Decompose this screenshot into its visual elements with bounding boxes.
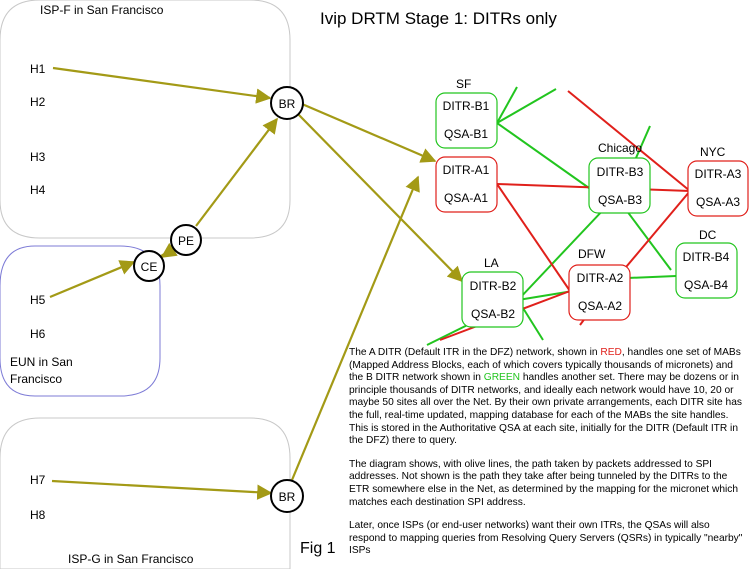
b-link (496, 88, 557, 124)
host-h3: H3 (30, 150, 46, 164)
host-h8: H8 (30, 508, 46, 522)
path-pe-br (195, 117, 278, 227)
path-h7-br (51, 479, 273, 500)
site-label-dfw: DFW (578, 247, 606, 261)
b-link (496, 122, 590, 189)
path-h1-br (52, 66, 272, 104)
ditr-box-a3[interactable]: DITR-A3 QSA-A3 (687, 160, 749, 217)
site-label-sf: SF (456, 77, 471, 91)
host-h1: H1 (30, 62, 46, 76)
path-h5-ce (49, 260, 136, 299)
ditr-label: DITR-B4 (683, 250, 730, 264)
a-link (567, 90, 691, 192)
figure-label: Fig 1 (300, 540, 336, 557)
site-label-dc: DC (699, 228, 717, 242)
router-ce[interactable]: CE (133, 250, 165, 282)
ditr-label: DITR-A1 (443, 163, 490, 177)
site-label-chicago: Chicago (598, 141, 642, 155)
qsa-label: QSA-A3 (696, 195, 740, 209)
diagram-title: Ivip DRTM Stage 1: DITRs only (320, 9, 557, 28)
ditr-box-a1[interactable]: DITR-A1 QSA-A1 (435, 156, 498, 213)
host-h6: H6 (30, 327, 46, 341)
ditr-label: DITR-B3 (597, 165, 644, 179)
qsa-label: QSA-A1 (444, 191, 488, 205)
host-h5: H5 (30, 293, 46, 307)
ditr-box-b1[interactable]: DITR-B1 QSA-B1 (435, 92, 498, 149)
eun-label-line2: Francisco (10, 372, 62, 386)
host-h7: H7 (30, 473, 46, 487)
caption-paragraph-1: The A DITR (Default ITR in the DFZ) netw… (349, 347, 749, 448)
caption-text: The A DITR (Default ITR in the DFZ) netw… (349, 347, 601, 358)
caption-text: , handles one set of MABs (Mapped Addres… (349, 347, 741, 384)
path-br-ditr (290, 175, 420, 481)
router-label: CE (141, 260, 158, 274)
router-pe[interactable]: PE (170, 224, 202, 256)
eun-label-line1: EUN in San (10, 355, 73, 369)
host-h4: H4 (30, 183, 46, 197)
host-h2: H2 (30, 95, 46, 109)
isp-f-label: ISP-F in San Francisco (40, 3, 164, 17)
path-br-b2 (297, 113, 464, 283)
caption-paragraph-2: The diagram shows, with olive lines, the… (349, 458, 739, 508)
path-br-a1 (301, 102, 437, 163)
isp-g-label: ISP-G in San Francisco (68, 552, 194, 566)
qsa-label: QSA-B2 (471, 307, 515, 321)
router-br-isp-g[interactable]: BR (270, 479, 304, 513)
path-ce-pe (160, 242, 178, 258)
caption-text: handles another set. There may be dozens… (349, 372, 742, 447)
qsa-label: QSA-B1 (444, 127, 488, 141)
b-link (496, 86, 518, 124)
a-link (496, 183, 571, 292)
router-label: BR (279, 97, 296, 111)
router-br-isp-f[interactable]: BR (270, 86, 304, 120)
ditr-label: DITR-A3 (695, 167, 742, 181)
ditr-label: DITR-B2 (470, 279, 517, 293)
site-label-la: LA (484, 256, 499, 270)
qsa-label: QSA-B3 (598, 193, 642, 207)
router-label: PE (178, 234, 194, 248)
caption-paragraph-3: Later, once ISPs (or end-user networks) … (349, 520, 743, 557)
ditr-box-a2[interactable]: DITR-A2 QSA-A2 (568, 264, 631, 321)
qsa-label: QSA-A2 (578, 299, 622, 313)
packet-path-links (49, 66, 464, 500)
caption-green-word: GREEN (483, 372, 520, 384)
isp-g-region (0, 417, 291, 569)
isp-f-region (0, 0, 291, 239)
ditr-label: DITR-B1 (443, 99, 490, 113)
diagram-caption: The A DITR (Default ITR in the DFZ) netw… (349, 347, 749, 569)
ditr-box-b3[interactable]: DITR-B3 QSA-B3 (588, 157, 651, 214)
site-label-nyc: NYC (700, 145, 726, 159)
ditr-box-b4[interactable]: DITR-B4 QSA-B4 (675, 242, 738, 299)
ditr-label: DITR-A2 (577, 271, 624, 285)
ditr-box-b2[interactable]: DITR-B2 QSA-B2 (461, 271, 524, 328)
router-label: BR (279, 490, 296, 504)
qsa-label: QSA-B4 (684, 278, 728, 292)
caption-red-word: RED (600, 347, 622, 358)
